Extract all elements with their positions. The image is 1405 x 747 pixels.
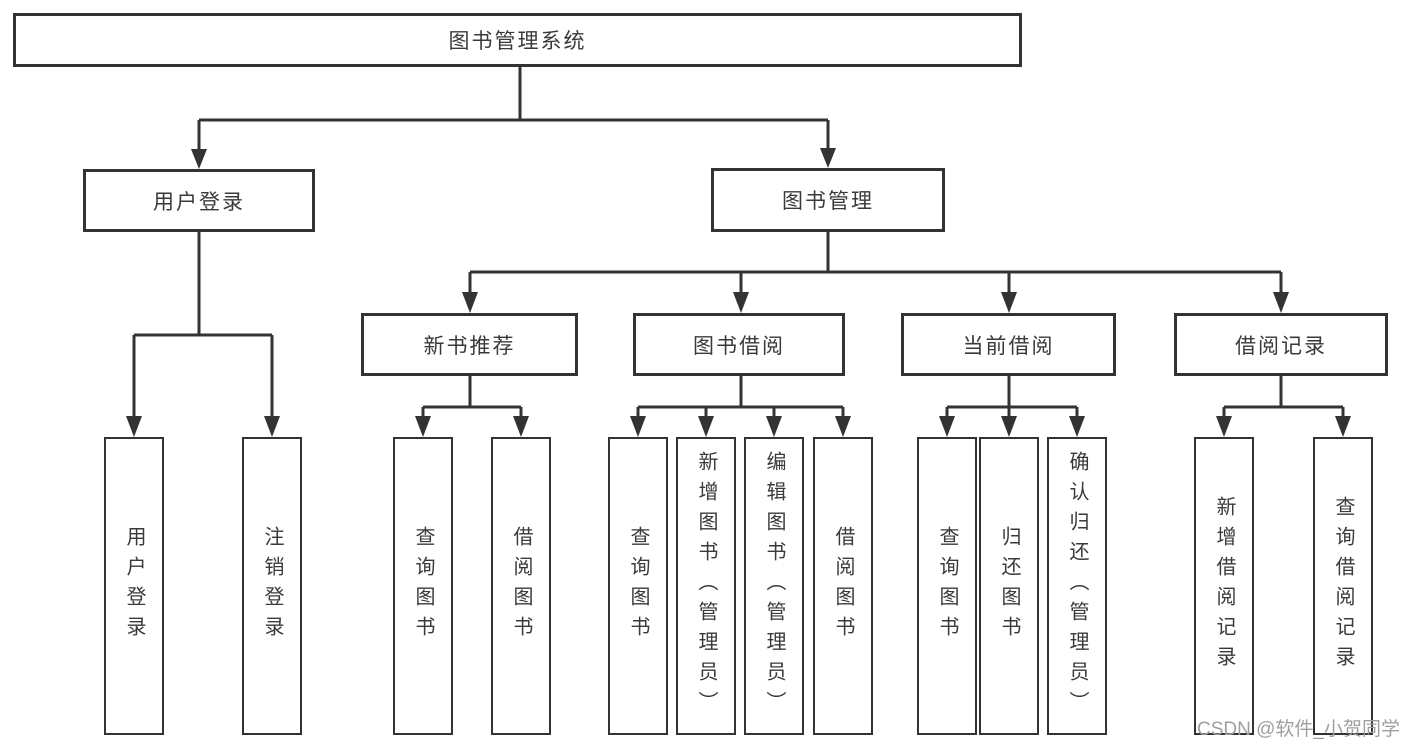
node-new-book-recommend: 新书推荐 [361, 313, 578, 376]
node-label: 借阅记录 [1235, 334, 1327, 358]
node-label: 查询借阅记录 [1332, 496, 1354, 676]
leaf-query-books-recommend: 查询图书 [393, 437, 453, 735]
leaf-confirm-return-admin: 确认归还（管理员） [1047, 437, 1107, 735]
node-label: 图书管理系统 [448, 30, 587, 53]
node-root-library-system: 图书管理系统 [13, 13, 1022, 67]
leaf-user-login: 用户登录 [104, 437, 164, 735]
node-label: 新增借阅记录 [1213, 496, 1235, 676]
arrowheads [126, 148, 1351, 437]
node-label: 借阅图书 [510, 526, 532, 646]
leaf-query-borrow-record: 查询借阅记录 [1313, 437, 1373, 735]
node-label: 确认归还（管理员） [1066, 451, 1088, 721]
leaf-add-borrow-record: 新增借阅记录 [1194, 437, 1254, 735]
node-label: 编辑图书（管理员） [763, 451, 785, 721]
node-label: 新书推荐 [423, 334, 516, 358]
leaf-add-book-admin: 新增图书（管理员） [676, 437, 736, 735]
leaf-return-book: 归还图书 [979, 437, 1039, 735]
leaf-query-books-borrowing: 查询图书 [608, 437, 668, 735]
node-label: 用户登录 [123, 526, 145, 646]
node-book-borrowing: 图书借阅 [633, 313, 845, 376]
node-label: 查询图书 [936, 526, 958, 646]
tree-edges [132, 67, 1345, 418]
node-book-management: 图书管理 [711, 168, 945, 232]
leaf-edit-book-admin: 编辑图书（管理员） [744, 437, 804, 735]
node-label: 归还图书 [998, 526, 1020, 646]
node-borrowing-records: 借阅记录 [1174, 313, 1388, 376]
node-label: 当前借阅 [962, 334, 1055, 358]
leaf-query-books-current: 查询图书 [917, 437, 977, 735]
node-user-login: 用户登录 [83, 169, 315, 232]
csdn-watermark: CSDN @软件_小贺同学 [1197, 719, 1400, 740]
node-label: 图书借阅 [693, 334, 785, 358]
node-current-borrowing: 当前借阅 [901, 313, 1116, 376]
leaf-borrow-books-borrowing: 借阅图书 [813, 437, 873, 735]
node-label: 用户登录 [153, 190, 245, 214]
node-label: 查询图书 [627, 526, 649, 646]
node-label: 注销登录 [261, 526, 283, 646]
node-label: 查询图书 [412, 526, 434, 646]
leaf-logout: 注销登录 [242, 437, 302, 735]
node-label: 新增图书（管理员） [695, 451, 717, 721]
node-label: 图书管理 [782, 190, 874, 213]
node-label: 借阅图书 [832, 526, 854, 646]
leaf-borrow-books-recommend: 借阅图书 [491, 437, 551, 735]
